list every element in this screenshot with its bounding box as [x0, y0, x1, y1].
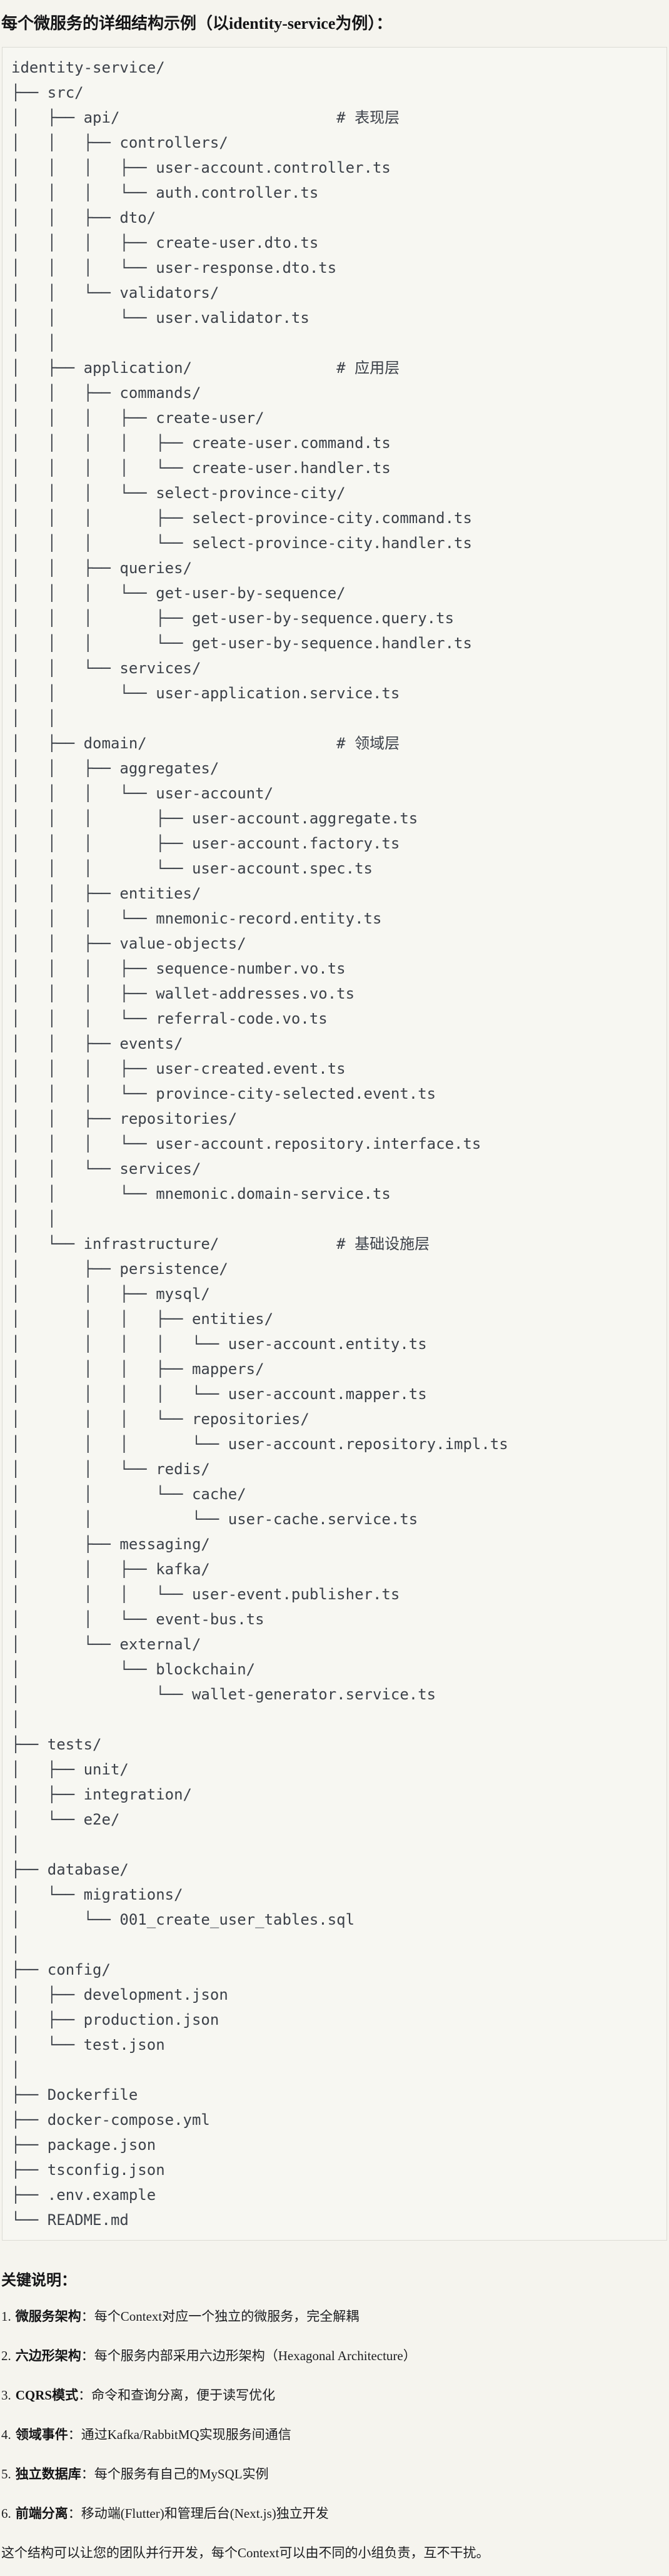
- note-description: 每个服务内部采用六边形架构（Hexagonal Architecture）: [94, 2348, 416, 2363]
- note-number: 3.: [1, 2388, 11, 2403]
- note-item-microservices: 1. 微服务架构：每个Context对应一个独立的微服务，完全解耦: [1, 2307, 669, 2326]
- page-title: 每个微服务的详细结构示例（以identity-service为例）：: [1, 14, 393, 33]
- note-item-frontend-separation: 6. 前端分离：移动端(Flutter)和管理后台(Next.js)独立开发: [1, 2504, 669, 2523]
- note-term: 六边形架构: [15, 2348, 81, 2363]
- note-number: 2.: [1, 2348, 11, 2363]
- note-number: 1.: [1, 2309, 11, 2324]
- note-description: 每个服务有自己的MySQL实例: [94, 2467, 269, 2482]
- note-term: 前端分离: [15, 2506, 68, 2521]
- note-description: 移动端(Flutter)和管理后台(Next.js)独立开发: [81, 2506, 329, 2521]
- notes-heading: 关键说明：: [1, 2273, 76, 2289]
- note-number: 5.: [1, 2467, 11, 2482]
- note-term: 独立数据库: [15, 2467, 81, 2482]
- note-colon: ：: [68, 2506, 81, 2521]
- note-description: 每个Context对应一个独立的微服务，完全解耦: [94, 2309, 360, 2324]
- note-description: 命令和查询分离，便于读写优化: [91, 2388, 276, 2403]
- note-colon: ：: [81, 2467, 94, 2482]
- note-item-cqrs: 3. CQRS模式：命令和查询分离，便于读写优化: [1, 2386, 669, 2405]
- note-number: 4.: [1, 2427, 11, 2442]
- note-term: 微服务架构: [15, 2309, 81, 2324]
- note-description: 通过Kafka/RabbitMQ实现服务间通信: [81, 2427, 291, 2442]
- note-colon: ：: [78, 2388, 92, 2403]
- directory-tree: identity-service/ ├── src/ │ ├── api/ # …: [11, 59, 508, 2229]
- note-item-domain-events: 4. 领域事件：通过Kafka/RabbitMQ实现服务间通信: [1, 2425, 669, 2444]
- note-colon: ：: [81, 2309, 94, 2324]
- note-number: 6.: [1, 2506, 11, 2521]
- note-item-hexagonal: 2. 六边形架构：每个服务内部采用六边形架构（Hexagonal Architec…: [1, 2346, 669, 2365]
- code-block: identity-service/ ├── src/ │ ├── api/ # …: [2, 47, 667, 2241]
- note-colon: ：: [68, 2427, 81, 2442]
- note-item-independent-db: 5. 独立数据库：每个服务有自己的MySQL实例: [1, 2465, 669, 2483]
- note-term: CQRS模式: [15, 2388, 79, 2403]
- note-colon: ：: [81, 2348, 94, 2363]
- notes-list: 1.微服务架构：每个Context对应一个独立的微服务，完全解耦 2.六边形架构…: [0, 2307, 669, 2523]
- closing-paragraph: 这个结构可以让您的团队并行开发，每个Context可以由不同的小组负责，互不干扰…: [1, 2545, 490, 2560]
- note-term: 领域事件: [15, 2427, 68, 2442]
